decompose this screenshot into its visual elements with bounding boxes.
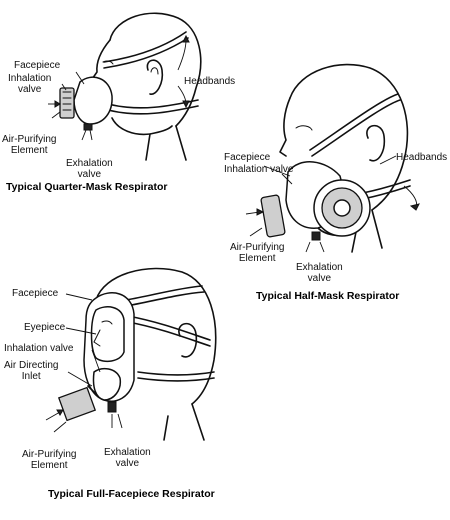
full-air-directing-inlet-label: Air Directing Inlet (4, 360, 59, 382)
full-facepiece-head-drawing (45, 267, 217, 441)
full-facepiece-caption: Typical Full-Facepiece Respirator (48, 488, 215, 500)
half-exhalation-valve-label: Exhalation valve (296, 262, 343, 284)
quarter-headbands-label: Headbands (184, 76, 236, 87)
half-mask-caption: Typical Half-Mask Respirator (256, 290, 400, 302)
full-air-purifying-element-label: Air-Purifying Element (22, 449, 77, 471)
full-exhalation-valve-label: Exhalation valve (104, 447, 151, 469)
quarter-inhalation-valve-label: Inhalation valve (8, 73, 52, 95)
full-facepiece-label: Facepiece (12, 288, 59, 299)
quarter-facepiece-label: Facepiece (14, 60, 61, 71)
half-facepiece-label: Facepiece (224, 152, 271, 163)
quarter-mask-caption: Typical Quarter-Mask Respirator (6, 181, 168, 193)
half-mask-head-drawing (245, 63, 420, 253)
quarter-air-purifying-element-label: Air-Purifying Element (2, 134, 57, 156)
half-air-purifying-element-label: Air-Purifying Element (230, 242, 285, 264)
half-inhalation-valve-label: Inhalation valve (224, 164, 294, 175)
quarter-mask-head-drawing (48, 12, 202, 161)
quarter-exhalation-valve-label: Exhalation valve (66, 158, 113, 180)
full-inhalation-valve-label: Inhalation valve (4, 343, 74, 354)
full-eyepiece-label: Eyepiece (24, 322, 66, 333)
half-headbands-label: Headbands (396, 152, 448, 163)
